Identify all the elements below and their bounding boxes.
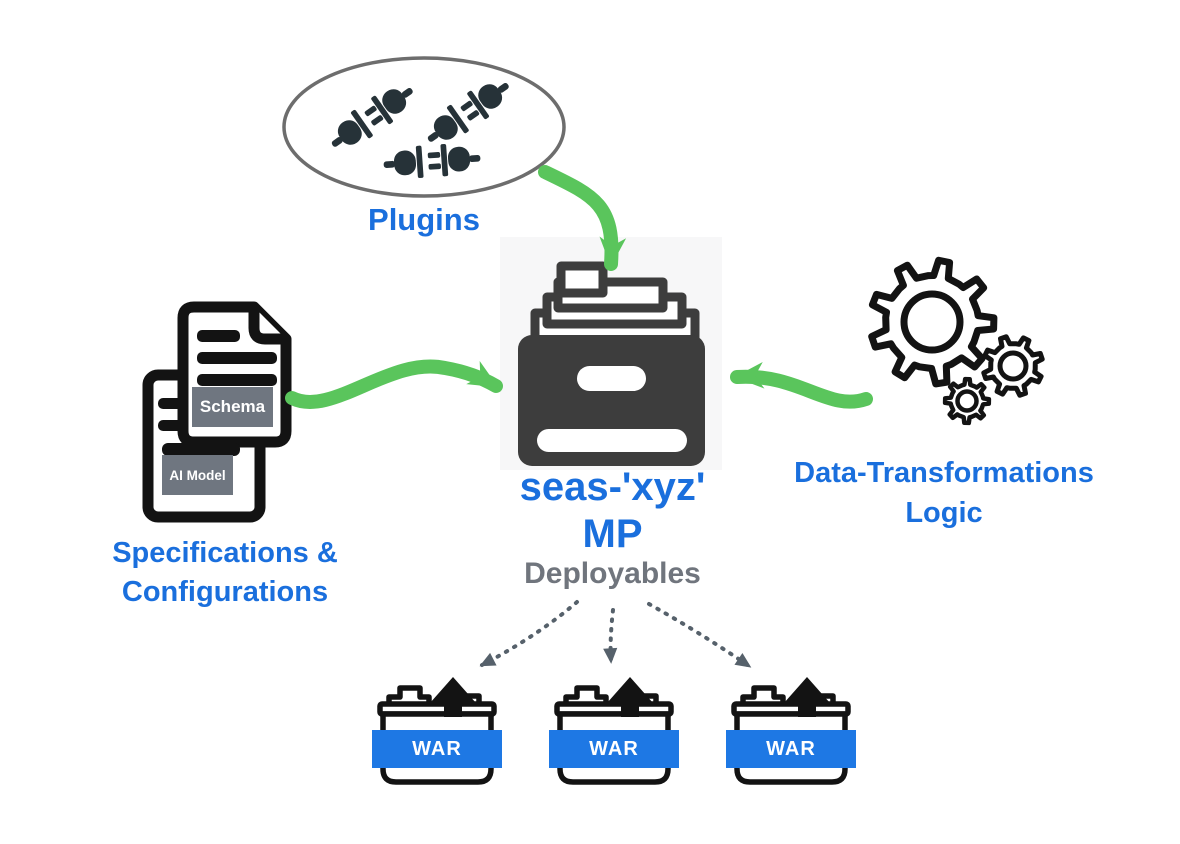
war-banner-2: WAR [549,730,679,768]
gear-large [868,256,998,388]
transformations-label: Data-Transformations Logic [774,453,1114,533]
plugins-ellipse [282,56,566,198]
core-title-line2: MP [582,512,643,556]
green-arrows [285,165,873,409]
core-subtitle: Deployables [524,557,701,590]
ai-model-badge: AI Model [162,455,233,495]
dotted-arrow-middle [603,608,618,664]
plugins-cloud [282,56,566,198]
schema-badge: Schema [192,387,273,427]
dotted-arrows [479,600,752,668]
war-banner-3: WAR [726,730,856,768]
transformations-label-line1: Data-Transformations [794,457,1094,489]
war-banner-1: WAR [372,730,502,768]
specifications-label-line2: Configurations [121,576,329,608]
core-title-line1: seas-'xyz' [519,465,706,509]
doc-text-line [162,443,240,456]
green-arrow-transformations [730,361,873,409]
gear-medium [981,334,1045,398]
gears-icon [868,256,1045,426]
transformations-label-line2: Logic [905,497,983,529]
green-arrow-plugins [538,165,627,271]
green-arrow-specs [285,359,503,409]
plugins-label: Plugins [368,202,480,237]
drawer-slot [537,429,687,452]
drawer-handle [577,366,646,391]
archive-icon [518,261,705,466]
gear-small [942,376,992,426]
specifications-label-line1: Specifications & [112,537,338,569]
dotted-arrow-right [647,602,752,668]
core-title: seas-'xyz' MP [462,464,763,558]
specifications-label: Specifications & Configurations [75,534,375,612]
dotted-arrow-left [479,600,579,667]
